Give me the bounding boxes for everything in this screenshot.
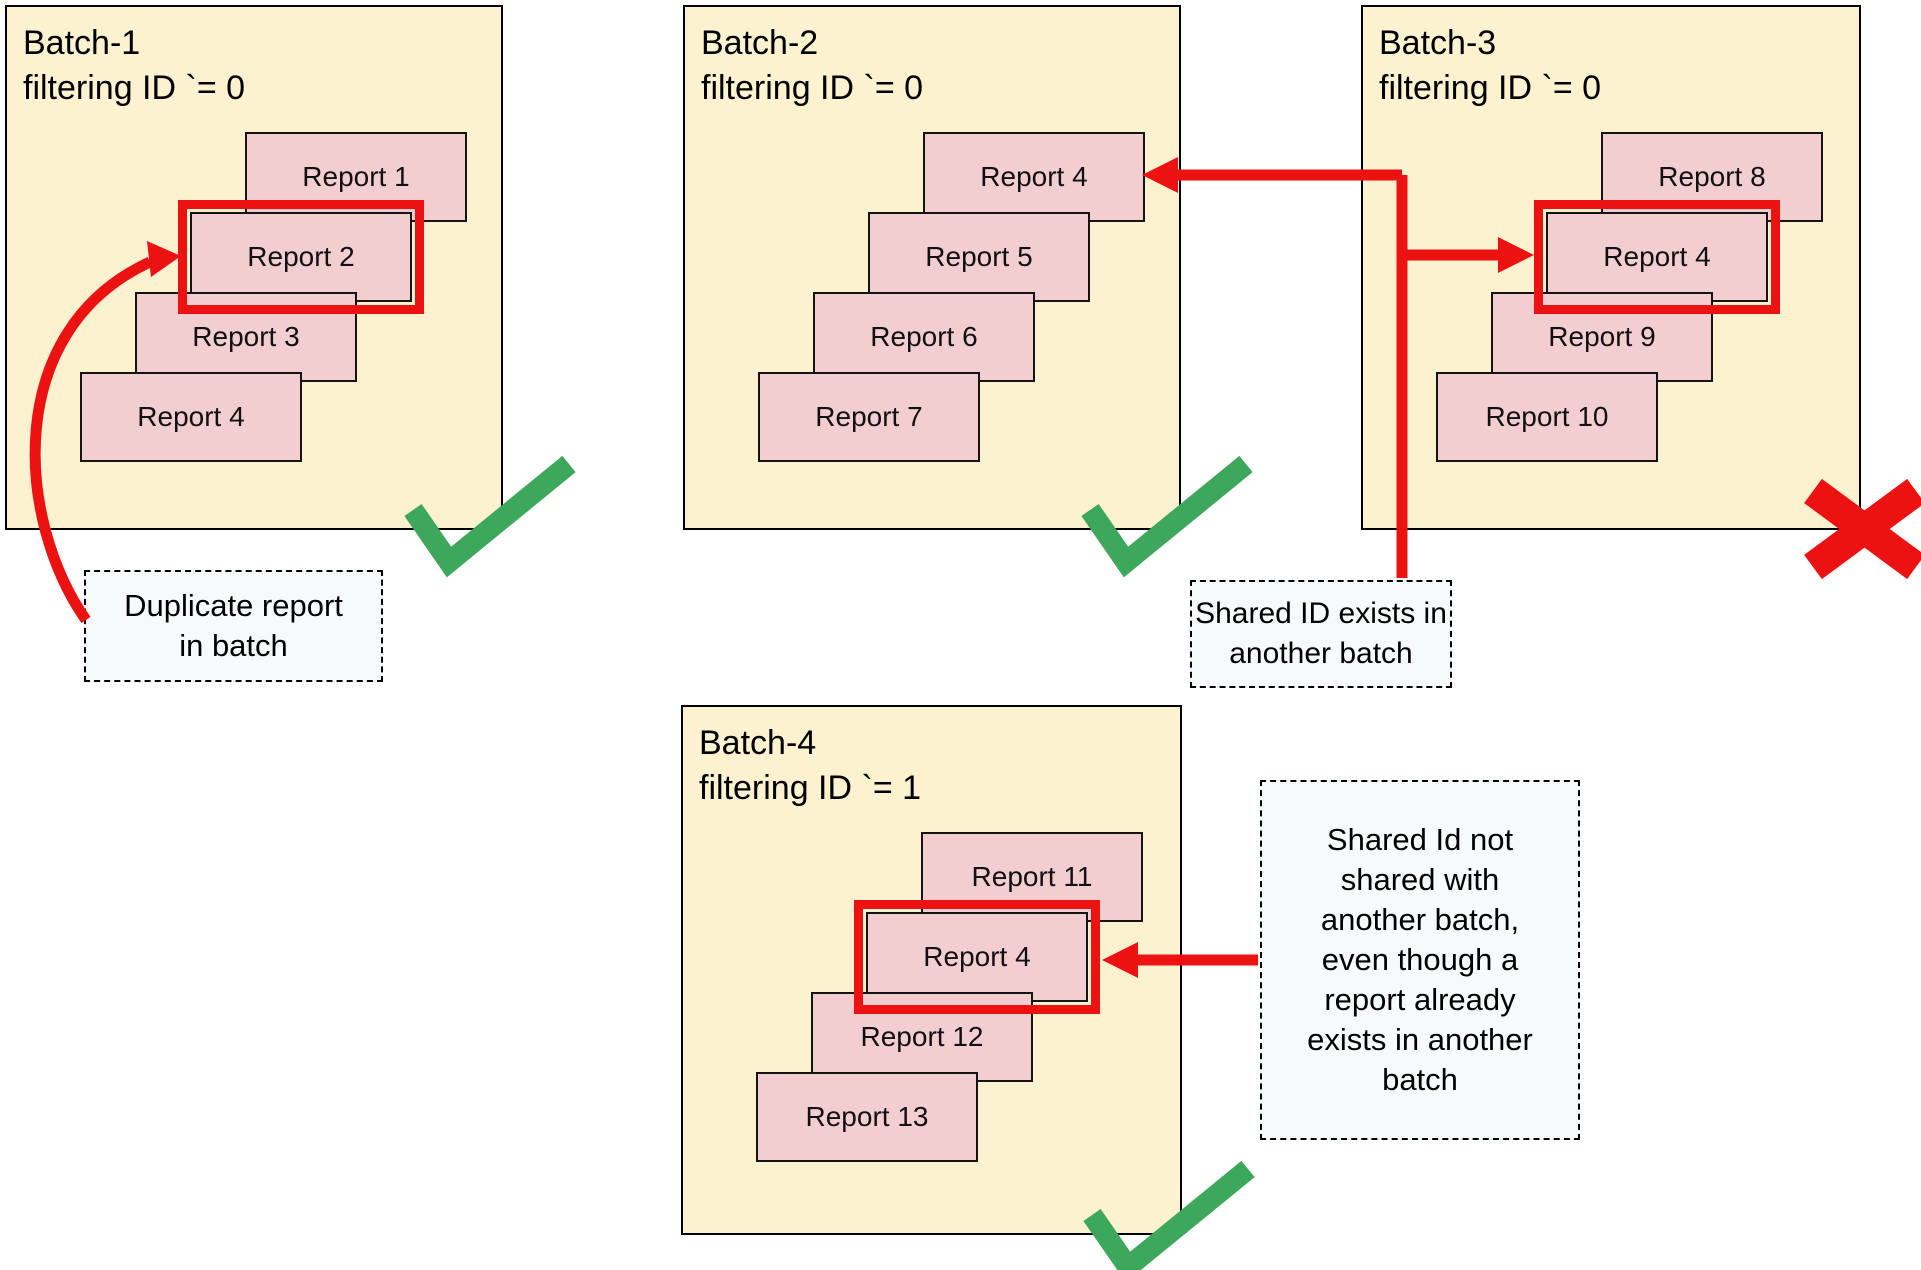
report-card: Report 4: [80, 372, 302, 462]
report-card: Report 6: [813, 292, 1035, 382]
report-card: Report 13: [756, 1072, 978, 1162]
report-card: Report 10: [1436, 372, 1658, 462]
batch-3-title: Batch-3 filtering ID `= 0: [1379, 21, 1601, 111]
batch-2-container: Batch-2 filtering ID `= 0 Report 4 Repor…: [683, 5, 1181, 530]
batch-4-name: Batch-4: [699, 724, 817, 762]
batch-3-filter-id: filtering ID `= 0: [1379, 69, 1602, 107]
batch-1-container: Batch-1 filtering ID `= 0 Report 1 Repor…: [5, 5, 503, 530]
batch-1-title: Batch-1 filtering ID `= 0: [23, 21, 245, 111]
report-card: Report 5: [868, 212, 1090, 302]
batch-1-filter-id: filtering ID `= 0: [23, 69, 246, 107]
batch-3-container: Batch-3 filtering ID `= 0 Report 8 Repor…: [1361, 5, 1861, 530]
batch-2-filter-id: filtering ID `= 0: [701, 69, 924, 107]
report-card: Report 4: [1546, 212, 1768, 302]
batch-4-container: Batch-4 filtering ID `= 1 Report 11 Repo…: [681, 705, 1182, 1235]
duplicate-report-highlight-box: [178, 200, 424, 314]
batch-4-title: Batch-4 filtering ID `= 1: [699, 721, 921, 811]
report-card: Report 7: [758, 372, 980, 462]
note-shared-id-not-shared: Shared Id not shared with another batch,…: [1260, 780, 1580, 1140]
batch-4-filter-id: filtering ID `= 1: [699, 769, 922, 807]
batch-2-title: Batch-2 filtering ID `= 0: [701, 21, 923, 111]
batch-3-name: Batch-3: [1379, 24, 1497, 62]
report-card: Report 4: [866, 912, 1088, 1002]
batch-1-name: Batch-1: [23, 24, 141, 62]
note-duplicate-report: Duplicate report in batch: [84, 570, 383, 682]
note-shared-id-exists: Shared ID exists in another batch: [1190, 580, 1452, 688]
report-card: Report 4: [923, 132, 1145, 222]
not-shared-report-highlight-box: [854, 900, 1100, 1014]
batch-2-name: Batch-2: [701, 24, 819, 62]
shared-report-highlight-box: [1534, 200, 1780, 314]
